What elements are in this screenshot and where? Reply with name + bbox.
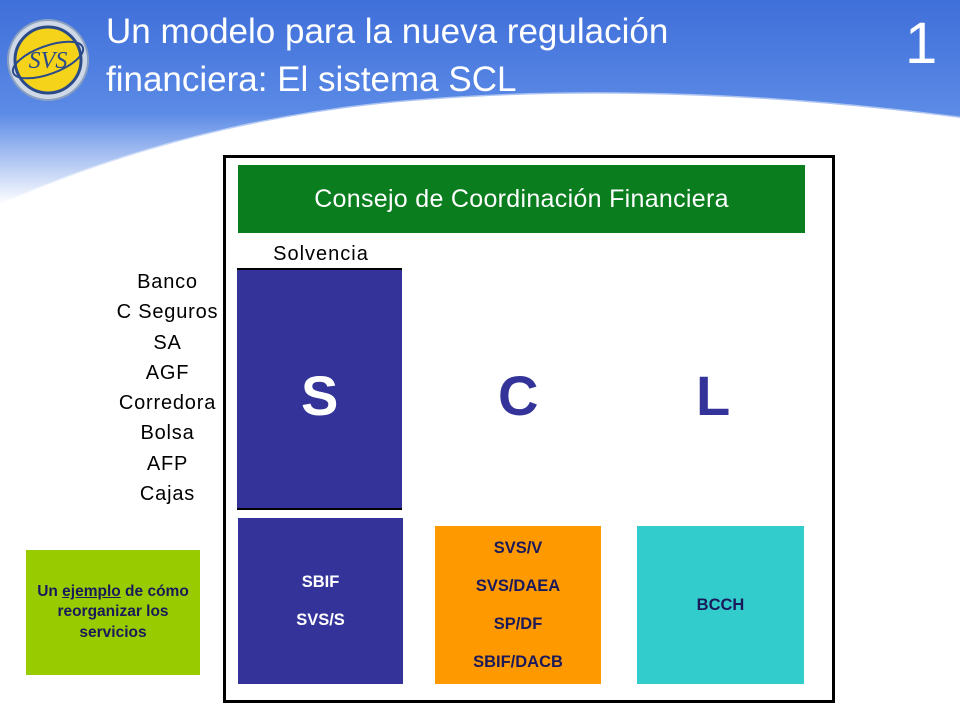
logo-text: SVS (29, 48, 68, 74)
slide-title: Un modelo para la nueva regulación finan… (106, 8, 806, 104)
council-banner: Consejo de Coordinación Financiera (238, 165, 805, 233)
entity-item: Banco (137, 271, 198, 293)
entity-item: C Seguros (116, 301, 219, 324)
liquidity-services-box: BCCH (637, 526, 804, 684)
service-label: SVS/DAEA (475, 577, 561, 595)
service-label: SBIF/DACB (473, 653, 563, 671)
entity-item: Cajas (139, 483, 196, 506)
slide-number: 1 (905, 11, 938, 76)
example-note-text: Un ejemplo de cómo reorganizar los servi… (37, 582, 189, 641)
letter-l: L (696, 364, 731, 427)
entity-item: AFP (146, 452, 189, 475)
conduct-services-box: SVS/V SVS/DAEA SP/DF SBIF/DACB (435, 526, 601, 684)
service-label: SVS/V (493, 539, 543, 557)
entity-item: AGF (145, 361, 190, 384)
letter-s: S (301, 364, 339, 427)
title-line-1: Un modelo para la nueva regulación (106, 12, 669, 51)
entity-list: Banco C Seguros SA AGF Corredora Bolsa A… (100, 267, 235, 509)
service-label: SVS/S (296, 611, 345, 629)
service-label: SBIF (301, 573, 340, 591)
title-line-2: financiera: El sistema SCL (106, 60, 517, 99)
solvency-services-box: SBIF SVS/S (238, 518, 403, 684)
entity-item: SA (153, 331, 182, 354)
letter-c: C (498, 364, 539, 427)
solvencia-label: Solvencia (273, 243, 369, 265)
svs-logo: SVS (7, 19, 89, 101)
header-background (0, 0, 960, 207)
entity-item: Corredora (118, 392, 217, 415)
service-label: SP/DF (493, 615, 543, 633)
example-note: Un ejemplo de cómo reorganizar los servi… (26, 550, 200, 675)
service-label: BCCH (696, 595, 745, 614)
entity-item: Bolsa (140, 422, 195, 445)
solvency-column (237, 268, 402, 510)
